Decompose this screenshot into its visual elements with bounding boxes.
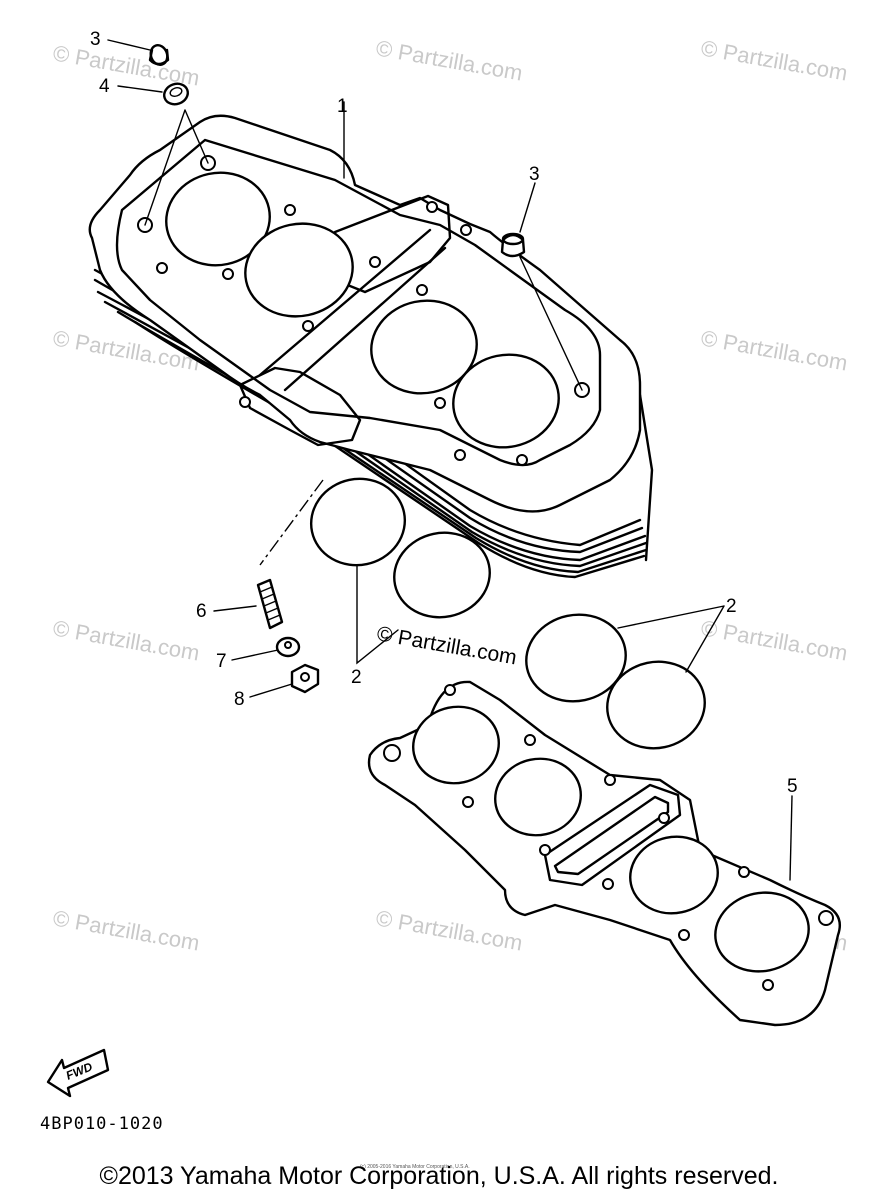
washer <box>275 636 301 658</box>
callout-4: 4 <box>99 76 110 97</box>
callout-3: 3 <box>529 164 540 185</box>
watermark: © Partzilla.com <box>51 905 201 955</box>
stud-bolt <box>256 578 284 630</box>
dowel-pin-top <box>148 44 170 66</box>
cylinder-bore-1 <box>165 171 271 267</box>
callout-1: 1 <box>337 96 348 117</box>
dowel-pin-right <box>500 232 526 258</box>
watermark: © Partzilla.com <box>374 35 524 85</box>
cylinder-bore-4 <box>452 353 560 449</box>
cylinder-gasket <box>367 680 842 1027</box>
small-copyright-notice: (c) 2005-2016 Yamaha Motor Corporation, … <box>360 1164 470 1170</box>
watermark: © Partzilla.com <box>699 615 849 665</box>
watermark: © Partzilla.com <box>699 325 849 375</box>
leader-lines <box>107 39 793 881</box>
copyright-footer: ©2013 Yamaha Motor Corporation, U.S.A. A… <box>99 1162 779 1190</box>
o-ring-2b <box>393 531 491 619</box>
callout-8: 8 <box>234 689 245 710</box>
o-ring-4 <box>163 82 189 106</box>
fwd-arrow-icon: FWD <box>46 1048 110 1098</box>
callout-3: 3 <box>90 29 101 50</box>
watermark: © Partzilla.com <box>374 905 524 955</box>
cylinder-block <box>88 114 654 579</box>
o-ring-2c <box>525 613 627 703</box>
callout-7: 7 <box>216 651 227 672</box>
callout-2: 2 <box>726 596 737 617</box>
nut <box>290 663 320 694</box>
o-ring-2a <box>309 477 407 567</box>
cylinder-bore-3 <box>370 299 478 395</box>
cylinder-bore-2 <box>244 222 354 318</box>
watermark: © Partzilla.com <box>699 35 849 85</box>
watermark: © Partzilla.com <box>51 615 201 665</box>
callout-5: 5 <box>787 776 798 797</box>
diagram-code: 4BP010-1020 <box>40 1114 164 1134</box>
partzilla-watermark: © Partzilla.com <box>375 622 518 669</box>
callout-6: 6 <box>196 601 207 622</box>
o-ring-2d <box>606 660 706 750</box>
callout-2: 2 <box>351 667 362 688</box>
